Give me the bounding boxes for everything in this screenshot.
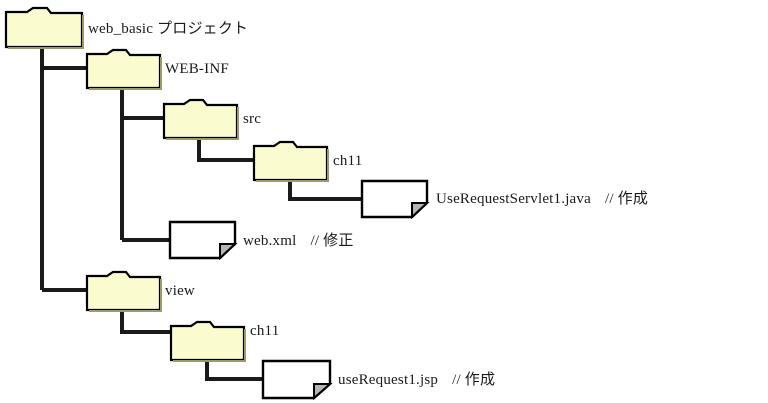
node-label-servlet-file: UseRequestServlet1.java // 作成 (436, 190, 648, 208)
node-label-text: web.xml (243, 233, 297, 249)
file-icon (360, 179, 430, 220)
node-label-jsp-file: useRequest1.jsp // 作成 (338, 371, 495, 389)
folder-icon (85, 270, 162, 312)
connector-view-to-ch11 (120, 310, 176, 334)
file-icon (261, 359, 333, 401)
node-label-text: view (165, 283, 195, 299)
node-label-root: web_basic プロジェクト (88, 20, 248, 38)
connector-ch11-to-servlet (288, 180, 362, 201)
node-label-ch11-src: ch11 (333, 152, 362, 170)
folder-icon (4, 6, 84, 49)
node-annotation: // 修正 (310, 233, 354, 249)
connector-ch11-to-jsp (205, 360, 263, 381)
node-label-src: src (243, 110, 261, 128)
node-label-webxml-file: web.xml // 修正 (243, 232, 354, 250)
node-label-text: WEB-INF (165, 61, 229, 77)
node-label-webinf: WEB-INF (165, 60, 229, 78)
node-label-text: UseRequestServlet1.java (436, 191, 591, 207)
node-label-text: src (243, 111, 262, 127)
folder-icon (85, 48, 162, 90)
connector-lines (40, 47, 362, 381)
node-annotation: // 作成 (604, 191, 649, 207)
node-annotation: // 作成 (452, 372, 496, 388)
node-label-text: ch11 (333, 153, 363, 169)
node-label-view: view (165, 282, 195, 300)
node-label-text: web_basic プロジェクト (88, 21, 249, 37)
node-label-text: ch11 (250, 323, 280, 339)
folder-icon (162, 98, 239, 140)
node-label-text: useRequest1.jsp (338, 372, 439, 388)
node-label-ch11-view: ch11 (250, 322, 279, 340)
file-icon (168, 220, 238, 261)
folder-icon (252, 140, 329, 182)
connector-src-to-ch11 (197, 138, 254, 162)
folder-icon (169, 320, 246, 362)
